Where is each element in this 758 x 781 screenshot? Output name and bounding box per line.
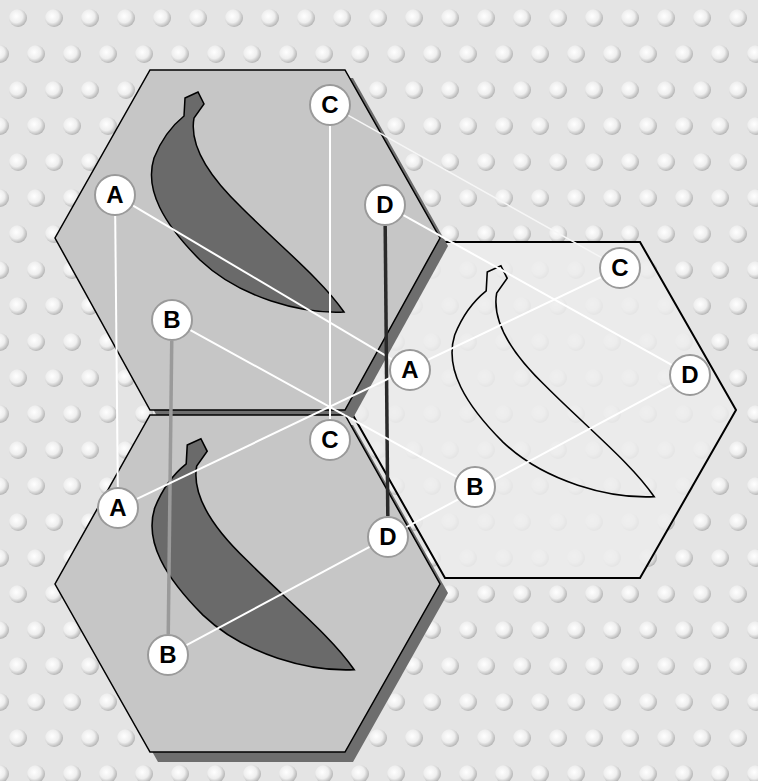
point-letter: C — [321, 93, 338, 117]
point-letter: A — [109, 496, 126, 520]
correspondence-line — [403, 215, 671, 365]
point-label: D — [364, 184, 406, 226]
banana-shape — [152, 439, 354, 670]
point-letter: D — [376, 193, 393, 217]
point-label: C — [309, 419, 351, 461]
point-label: A — [389, 349, 431, 391]
correspondence-line — [168, 341, 171, 634]
hex-tile — [55, 415, 440, 752]
point-letter: A — [401, 358, 418, 382]
point-label: C — [599, 247, 641, 289]
point-label: A — [94, 174, 136, 216]
point-letter: C — [321, 428, 338, 452]
correspondence-line — [137, 277, 601, 499]
point-label: A — [97, 487, 139, 529]
correspondence-line — [385, 226, 388, 516]
hex-tile — [55, 70, 440, 410]
correspondence-line — [187, 385, 672, 645]
point-letter: D — [681, 363, 698, 387]
point-letter: C — [611, 256, 628, 280]
point-letter: A — [106, 183, 123, 207]
point-label: D — [367, 516, 409, 558]
point-letter: D — [379, 525, 396, 549]
point-label: C — [309, 84, 351, 126]
point-letter: B — [163, 308, 180, 332]
point-letter: B — [466, 475, 483, 499]
point-label: B — [454, 466, 496, 508]
point-label: D — [669, 354, 711, 396]
correspondence-line — [329, 126, 331, 419]
banana-shape — [151, 92, 344, 312]
point-label: B — [147, 634, 189, 676]
point-letter: B — [159, 643, 176, 667]
point-label: B — [151, 299, 193, 341]
correspondence-line — [133, 206, 392, 360]
correspondence-line — [115, 216, 118, 487]
